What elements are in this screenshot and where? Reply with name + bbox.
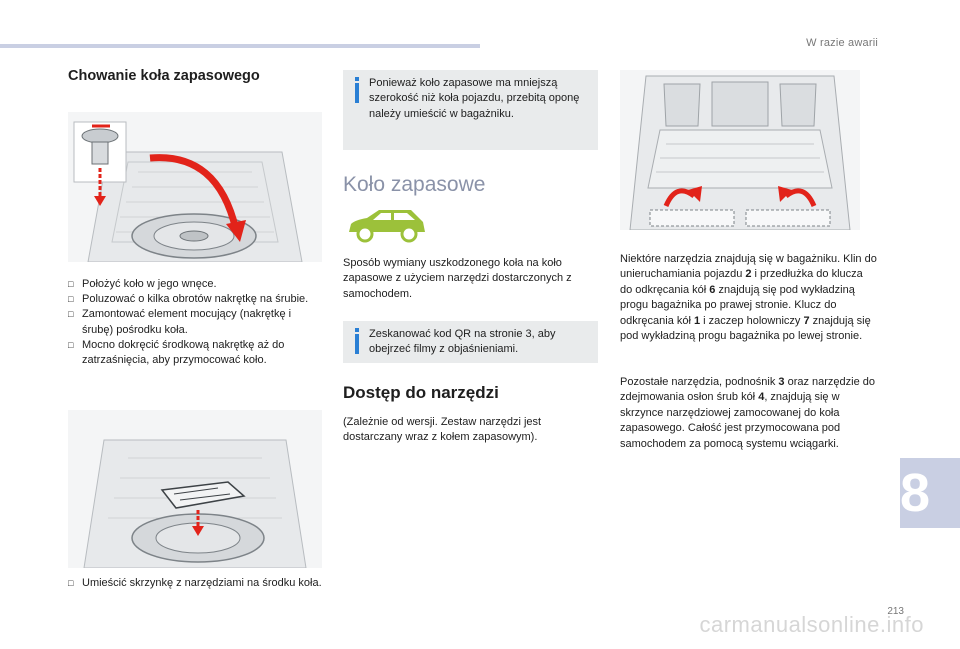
spare-storage-heading: Chowanie koła zapasowego [68,68,260,84]
tools-location-paragraph-2: Pozostałe narzędzia, podnośnik 3 oraz na… [620,375,878,452]
reference-number: 2 [745,268,752,281]
spare-wheel-heading: Koło zapasowe [343,173,486,196]
trunk-wheel-illustration [68,112,322,262]
reference-number: 6 [709,283,716,296]
car-icon [345,206,429,244]
chapter-number: 8 [899,463,930,523]
page-number: 213 [887,606,904,617]
text-run: znajdują się pod wykładziną progu bagażn… [620,314,871,343]
reference-number: 4 [758,391,765,404]
info-icon [353,77,361,103]
watermark: carmanualsonline.info [699,612,924,637]
step-item: Położyć koło w jego wnęce. [68,277,324,292]
reference-number: 1 [694,314,701,327]
tools-location-paragraph-1: Niektóre narzędzia znajdują się w bagażn… [620,252,878,344]
text-run: Niektóre narzędzia znajdują się w bagażn… [620,253,877,281]
toolbox-steps: Umieścić skrzynkę z narzędziami na środk… [68,576,324,591]
info-box-spare-width: Ponieważ koło zapasowe ma mniejszą szero… [343,70,598,150]
open-trunk-illustration [620,70,860,230]
info-box-qr-code: Zeskanować kod QR na stronie 3, aby obej… [343,321,598,363]
info-text: Zeskanować kod QR na stronie 3, aby obej… [369,328,556,356]
chapter-tab [900,458,960,528]
storage-steps: Położyć koło w jego wnęce. Poluzować o k… [68,277,324,368]
step-item: Zamontować element mocujący (nakrętkę i … [68,307,324,337]
text-run: i przedłużka do klucza do odkręcania kół [620,268,863,296]
info-text: Ponieważ koło zapasowe ma mniejszą szero… [369,77,580,120]
text-run: znajdują się pod wykładziną progu bagażn… [620,283,855,327]
text-run: oraz narzędzie do zdejmowania osłon śrub… [620,376,876,404]
step-item: Poluzować o kilka obrotów nakrętkę na śr… [68,292,324,307]
toolbox-illustration [68,410,322,568]
reference-number: 3 [778,376,785,388]
section-title: W razie awarii [806,37,878,49]
header-bar [0,44,480,48]
reference-number: 7 [803,314,810,327]
tools-access-heading: Dostęp do narzędzi [343,383,499,402]
spare-wheel-description: Sposób wymiany uszkodzonego koła na koło… [343,257,572,300]
step-item: Mocno dokręcić środkową nakrętkę aż do z… [68,338,324,368]
text-run: i zaczep holowniczy [700,314,804,327]
tools-version-note: (Zależnie od wersji. Zestaw narzędzi jes… [343,416,542,444]
text-run: Pozostałe narzędzia, podnośnik [620,376,779,388]
info-icon [353,328,361,354]
step-item: Umieścić skrzynkę z narzędziami na środk… [68,576,324,591]
text-run: , znajdują się w skrzynce narzędziowej z… [620,391,841,450]
